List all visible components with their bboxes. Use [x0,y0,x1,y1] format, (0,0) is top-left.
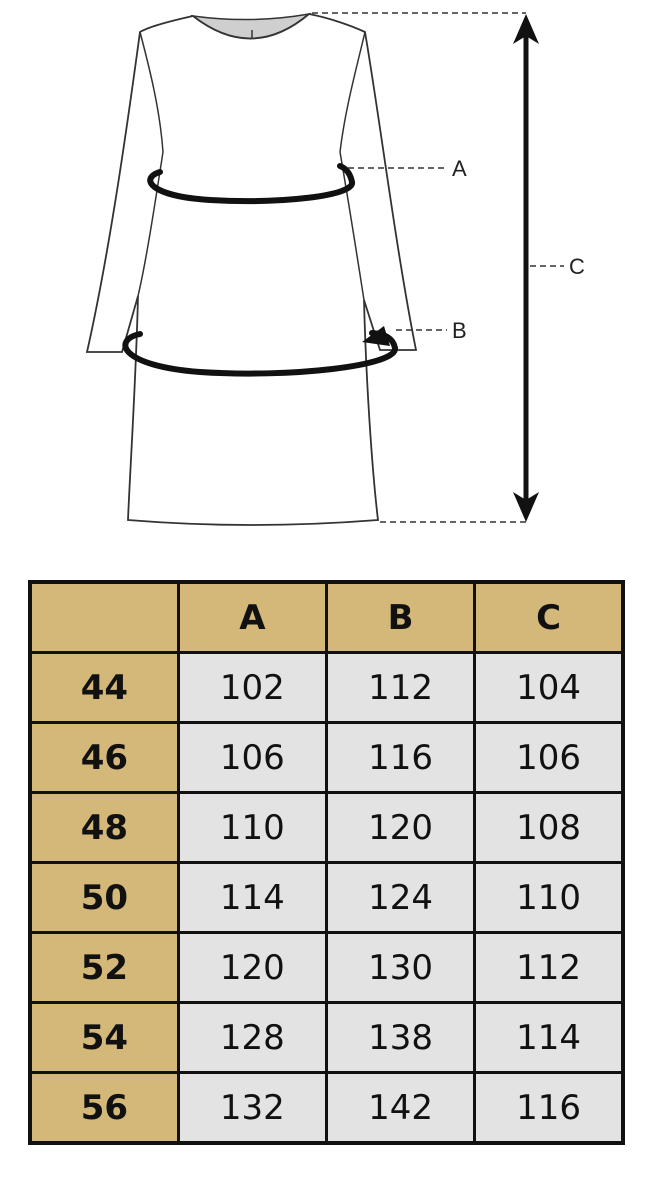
value-a: 110 [176,791,329,864]
size-cell: 56 [28,1071,180,1145]
dress-measurement-diagram: A B C [85,12,585,526]
value-b: 116 [324,721,477,794]
value-b: 142 [324,1071,477,1145]
label-a: A [452,156,467,181]
label-b: B [452,318,467,343]
left-armhole [139,31,164,153]
band-b-arrowhead [362,326,390,346]
value-a: 114 [176,861,329,934]
header-corner [28,580,180,654]
table-row: 46 106 116 106 [28,721,625,794]
value-a: 120 [176,931,329,1004]
value-a: 106 [176,721,329,794]
size-cell: 54 [28,1001,180,1074]
size-cell: 46 [28,721,180,794]
value-b: 138 [324,1001,477,1074]
value-c: 116 [473,1071,625,1145]
value-c: 106 [473,721,625,794]
table-row: 48 110 120 108 [28,791,625,864]
value-b: 120 [324,791,477,864]
band-b [122,330,398,377]
size-chart-table: A B C 44 102 112 104 46 106 116 106 48 1… [28,580,625,1145]
value-a: 132 [176,1071,329,1145]
size-cell: 52 [28,931,180,1004]
table-row: 56 132 142 116 [28,1071,625,1145]
value-b: 130 [324,931,477,1004]
dress-outline [85,13,418,526]
band-a [147,163,355,205]
label-c: C [569,254,585,279]
header-a: A [176,580,329,654]
table-header-row: A B C [28,580,625,654]
value-a: 102 [176,651,329,724]
table-row: 44 102 112 104 [28,651,625,724]
value-c: 112 [473,931,625,1004]
value-b: 112 [324,651,477,724]
header-b: B [324,580,477,654]
right-sleeve-seam [339,151,365,301]
table-row: 52 120 130 112 [28,931,625,1004]
value-c: 110 [473,861,625,934]
value-c: 108 [473,791,625,864]
value-c: 104 [473,651,625,724]
right-armhole [339,31,366,153]
length-arrow-bottom [513,492,539,522]
value-c: 114 [473,1001,625,1074]
value-b: 124 [324,861,477,934]
length-arrow-top [513,14,539,44]
size-cell: 50 [28,861,180,934]
size-cell: 48 [28,791,180,864]
table-row: 50 114 124 110 [28,861,625,934]
value-a: 128 [176,1001,329,1074]
size-cell: 44 [28,651,180,724]
table-row: 54 128 138 114 [28,1001,625,1074]
header-c: C [473,580,625,654]
